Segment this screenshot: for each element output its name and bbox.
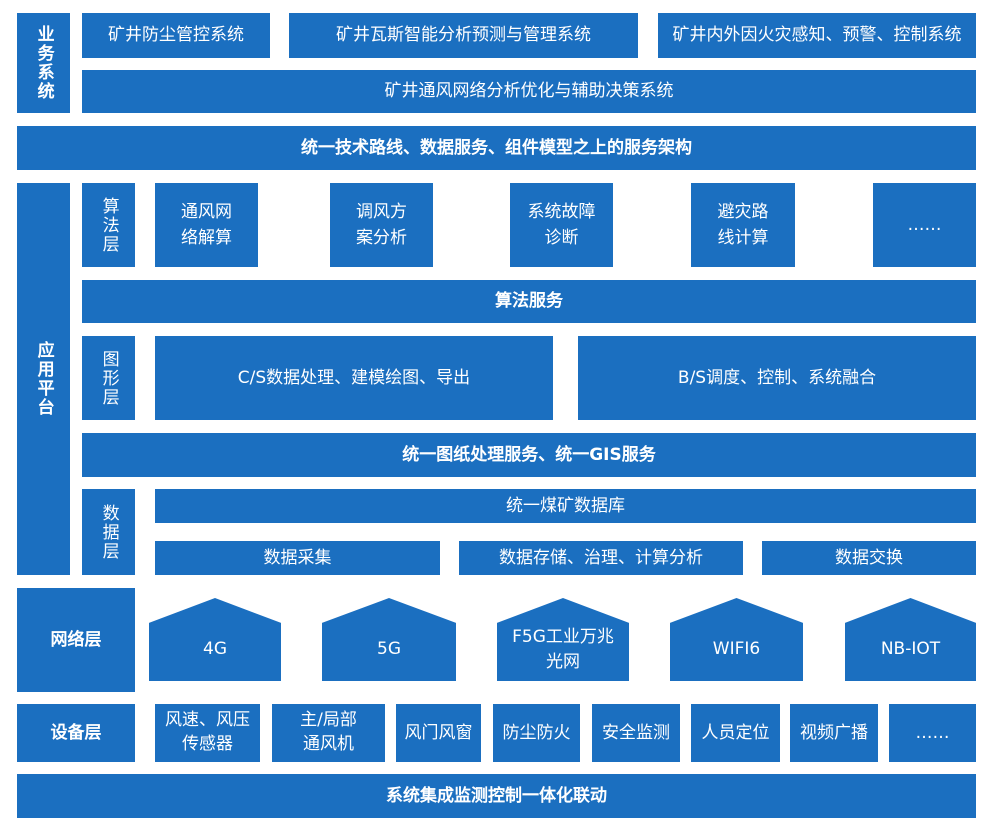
device-box: 安全监测: [592, 704, 680, 762]
graph-service-bar: 统一图纸处理服务、统一GIS服务: [82, 433, 976, 477]
graph-box: C/S数据处理、建模绘图、导出: [155, 336, 553, 420]
device-box: 风速、风压传感器: [155, 704, 260, 762]
data-box: 数据采集: [155, 541, 440, 575]
graph-box: B/S调度、控制、系统融合: [578, 336, 976, 420]
app-platform-label: 应用平台: [17, 183, 70, 575]
algo-box: 避灾路线计算: [691, 183, 795, 267]
network-house: NB-IOT: [845, 598, 976, 681]
device-box: 风门风窗: [396, 704, 481, 762]
coal-database-bar: 统一煤矿数据库: [155, 489, 976, 523]
system-box: 矿井内外因火灾感知、预警、控制系统: [658, 13, 976, 58]
algo-service-bar: 算法服务: [82, 280, 976, 323]
network-house: 5G: [322, 598, 456, 681]
ventilation-system-box: 矿井通风网络分析优化与辅助决策系统: [82, 70, 976, 113]
network-house: F5G工业万兆光网: [497, 598, 629, 681]
network-house: 4G: [149, 598, 281, 681]
device-box-more: ……: [889, 704, 976, 762]
network-house: WIFI6: [670, 598, 803, 681]
business-label: 业务系统: [17, 13, 70, 113]
network-layer-label: 网络层: [17, 588, 135, 692]
data-box: 数据存储、治理、计算分析: [459, 541, 743, 575]
graph-layer-label: 图形层: [82, 336, 135, 420]
device-box: 视频广播: [790, 704, 878, 762]
system-box: 矿井防尘管控系统: [82, 13, 270, 58]
algo-box: 系统故障诊断: [510, 183, 613, 267]
algo-box: 调风方案分析: [330, 183, 433, 267]
algo-box: 通风网络解算: [155, 183, 258, 267]
data-layer-label: 数据层: [82, 489, 135, 575]
system-box: 矿井瓦斯智能分析预测与管理系统: [289, 13, 638, 58]
algo-box-more: ……: [873, 183, 976, 267]
algo-layer-label: 算法层: [82, 183, 135, 267]
device-box: 防尘防火: [493, 704, 580, 762]
bottom-integration-bar: 系统集成监测控制一体化联动: [17, 774, 976, 818]
device-layer-label: 设备层: [17, 704, 135, 762]
device-box: 主/局部通风机: [272, 704, 385, 762]
device-box: 人员定位: [691, 704, 780, 762]
data-box: 数据交换: [762, 541, 976, 575]
architecture-bar: 统一技术路线、数据服务、组件模型之上的服务架构: [17, 126, 976, 170]
